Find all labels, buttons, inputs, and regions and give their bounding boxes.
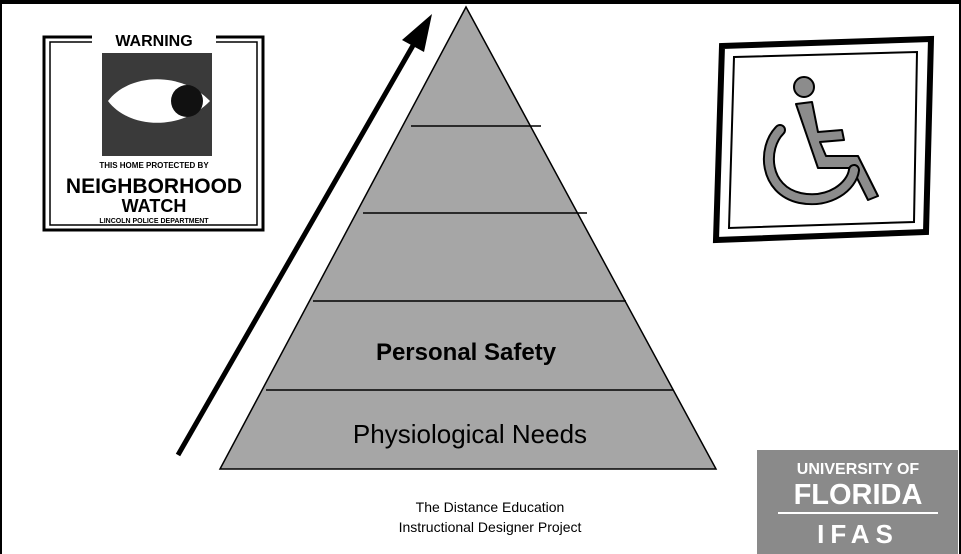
arrow-head	[402, 14, 432, 52]
pyramid-level-personal-safety-label: Personal Safety	[376, 339, 557, 366]
footer-line-1: The Distance Education	[415, 499, 565, 515]
neighborhood-watch-sign: WARNING THIS HOME PROTECTED BY NEIGHBORH…	[42, 31, 265, 232]
logo-ifas: IFAS	[817, 519, 899, 549]
arrow-shaft	[175, 40, 418, 457]
footer-line-2: Instructional Designer Project	[398, 519, 582, 535]
logo-university-of: UNIVERSITY OF	[797, 461, 920, 478]
left-border	[0, 0, 2, 554]
sign-header-bg	[92, 31, 216, 49]
sign-header-text: WARNING	[115, 33, 192, 50]
footer-credit: The Distance Education Instructional Des…	[330, 497, 650, 537]
needs-pyramid: Personal Safety Physiological Needs	[218, 5, 718, 470]
wheelchair-icon	[712, 35, 935, 244]
sign-line-department: LINCOLN POLICE DEPARTMENT	[99, 218, 209, 225]
sign-line-watch: WATCH	[122, 196, 187, 216]
wheelchair-inner-frame	[727, 50, 919, 230]
pyramid-level-physiological-needs-label: Physiological Needs	[353, 419, 587, 449]
right-border	[959, 0, 961, 554]
logo-florida: FLORIDA	[794, 479, 923, 511]
pyramid-shape	[218, 5, 718, 470]
eye-icon	[108, 79, 210, 123]
logo-background	[757, 450, 958, 554]
sign-line-protected: THIS HOME PROTECTED BY	[99, 161, 209, 170]
uf-ifas-logo: UNIVERSITY OF FLORIDA IFAS	[757, 450, 958, 554]
top-border	[0, 0, 961, 4]
arrow-up-right-icon	[175, 14, 432, 457]
sign-line-neighborhood: NEIGHBORHOOD	[66, 175, 242, 198]
